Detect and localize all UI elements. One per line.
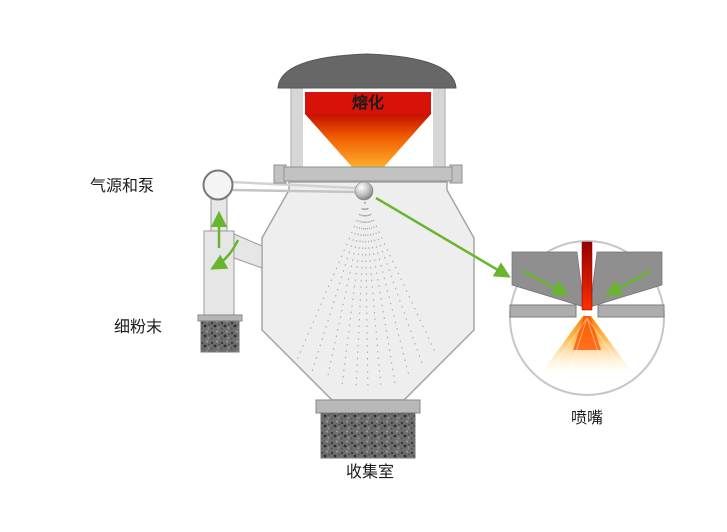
pipe-elbow [233, 233, 263, 269]
label-fine-powder: 细粉末 [114, 318, 162, 336]
gas-tube-top [231, 180, 357, 190]
crucible-wall-right [433, 86, 445, 168]
crucible-wall-left [291, 86, 303, 168]
flange-main [283, 166, 453, 182]
nozzle-spray-streaks [551, 317, 623, 371]
nozzle-gas-arrow-right [605, 269, 652, 296]
crucible-section [277, 53, 457, 169]
fine-powder-lid [197, 314, 243, 322]
gas-pipe-assembly [203, 196, 263, 320]
collection-box [320, 412, 416, 459]
fine-powder-cup [197, 314, 243, 353]
spray-fan [296, 201, 437, 392]
label-nozzle: 喷嘴 [571, 409, 603, 427]
gas-flow-arrow-down [210, 239, 240, 270]
melt-funnel [305, 114, 431, 168]
atomizer-ball [354, 181, 374, 201]
label-melting: 熔化 [352, 93, 384, 112]
label-gas-source-pump: 气源和泵 [90, 177, 154, 195]
nozzle-gas-arrow-left [522, 269, 569, 296]
flange-plate [273, 164, 463, 184]
fine-powder-body [200, 320, 240, 353]
melt-red-band [305, 92, 431, 114]
gas-plate-left [509, 304, 577, 318]
label-collection-chamber: 收集室 [346, 463, 394, 481]
melt-stream [581, 241, 593, 311]
nozzle-detail-view [509, 240, 665, 396]
gas-tube-bottom [231, 188, 358, 194]
nozzle-spray-core [573, 316, 601, 350]
collection-flange [315, 399, 421, 414]
pump-gauge-circle [202, 169, 234, 201]
pointer-arrow [375, 196, 511, 278]
gas-plate-right [597, 304, 665, 318]
dome-lid [277, 53, 457, 89]
